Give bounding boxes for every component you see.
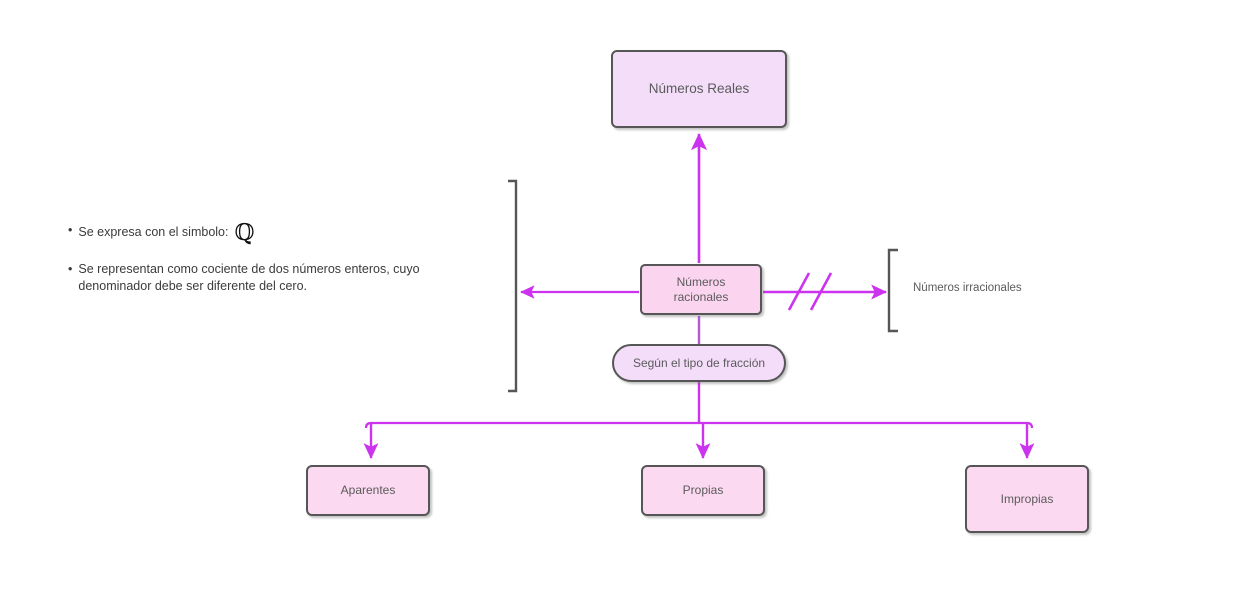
bullet-text: Se expresa con el simbolo: ℚ	[78, 222, 254, 245]
left-bracket	[508, 179, 518, 393]
label-numeros-irracionales: Números irracionales	[913, 282, 1022, 294]
node-numeros-reales[interactable]: Números Reales	[611, 50, 787, 128]
right-bracket	[887, 248, 898, 333]
slash-mark-2	[809, 272, 833, 311]
bullet-marker-icon: •	[68, 262, 73, 276]
connector-racionales-to-irracionales	[763, 272, 887, 311]
bullet-label: Se expresa con el simbolo:	[78, 225, 229, 239]
slash-mark-1	[787, 272, 811, 311]
connector-oval-to-fraction-types	[363, 382, 1035, 459]
node-segun-tipo-de-fraccion[interactable]: Según el tipo de fracción	[612, 344, 786, 382]
list-item: • Se expresa con el simbolo: ℚ	[68, 222, 488, 245]
node-impropias[interactable]: Impropias	[965, 465, 1089, 533]
node-aparentes[interactable]: Aparentes	[306, 465, 430, 516]
node-numeros-racionales[interactable]: Números racionales	[640, 264, 762, 315]
bullet-text: Se representan como cociente de dos núme…	[78, 262, 420, 293]
rational-set-symbol: ℚ	[234, 220, 255, 246]
node-propias[interactable]: Propias	[641, 465, 765, 516]
list-item: • Se representan como cociente de dos nú…	[68, 261, 488, 295]
bullet-list: • Se expresa con el simbolo: ℚ • Se repre…	[68, 222, 488, 311]
bullet-marker-icon: •	[68, 223, 73, 237]
